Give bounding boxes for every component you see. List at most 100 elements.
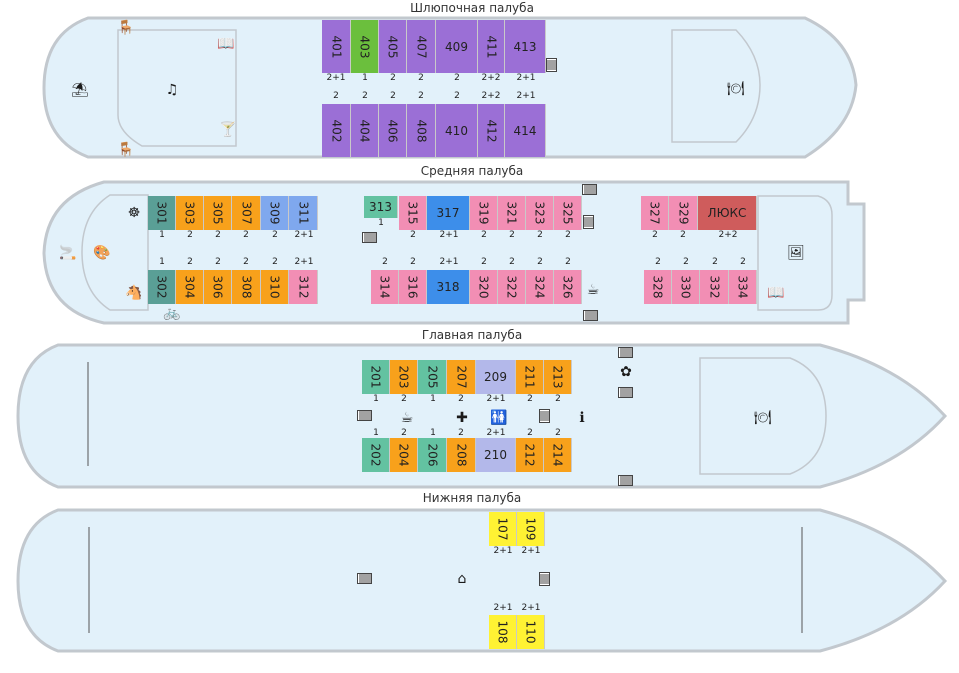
cabin-310[interactable]: 310 [261,270,289,304]
cabin-number: 408 [414,119,428,142]
cabin-107[interactable]: 107 [489,512,517,546]
cabin-302[interactable]: 302 [148,270,176,304]
cabin-207[interactable]: 207 [447,360,476,394]
cabin-323[interactable]: 323 [526,196,554,230]
cabin-number: 311 [296,201,310,225]
cabin-312[interactable]: 312 [289,270,318,304]
massage-icon: ✿ [620,364,632,380]
cabin-402[interactable]: 402 [322,104,351,157]
cabin-327[interactable]: 327 [641,196,669,230]
cabin-201[interactable]: 201 [362,360,390,394]
info-icon: ℹ [579,410,585,426]
cabin-occupancy: 1 [362,73,368,83]
cabin-414[interactable]: 414 [505,104,546,157]
cabin-number: 326 [560,275,575,299]
cabin-325[interactable]: 325 [554,196,582,230]
cabin-313[interactable]: 313 [364,196,398,218]
cabin-304[interactable]: 304 [176,270,204,304]
cabin-410[interactable]: 410 [436,104,478,157]
cabin-409[interactable]: 409 [436,20,478,73]
cabin-203[interactable]: 203 [390,360,418,394]
cabin-number: ЛЮКС [707,206,747,220]
cabin-ЛЮКС[interactable]: ЛЮКС [698,196,757,230]
cabin-317[interactable]: 317 [427,196,470,230]
cabin-occupancy: 2 [215,257,221,267]
lower-deck-hull [16,508,948,653]
cabin-number: 320 [476,275,491,299]
library-book-icon: 📖 [217,36,235,52]
cabin-322[interactable]: 322 [498,270,526,304]
cabin-210[interactable]: 210 [476,438,516,472]
cabin-number: 323 [532,201,547,225]
cabin-318[interactable]: 318 [427,270,470,304]
cabin-occupancy: 2 [555,428,561,438]
cabin-occupancy: 2 [333,91,339,101]
boat-deck-restaurant [671,29,761,143]
cabin-321[interactable]: 321 [498,196,526,230]
cabin-326[interactable]: 326 [554,270,582,304]
cabin-occupancy: 2+1 [516,73,536,83]
cabin-110[interactable]: 110 [517,615,545,649]
cabin-occupancy: 2+1 [493,546,513,556]
cabin-212[interactable]: 212 [516,438,544,472]
cabin-number: 312 [296,275,310,299]
cabin-occupancy: 2 [454,91,460,101]
cabin-334[interactable]: 334 [729,270,757,304]
cabin-308[interactable]: 308 [232,270,261,304]
cabin-108[interactable]: 108 [489,615,517,649]
cabin-occupancy: 2 [390,91,396,101]
cabin-412[interactable]: 412 [478,104,505,157]
cabin-408[interactable]: 408 [407,104,436,157]
cabin-315[interactable]: 315 [399,196,427,230]
cabin-209[interactable]: 209 [476,360,516,394]
cabin-329[interactable]: 329 [669,196,698,230]
cabin-324[interactable]: 324 [526,270,554,304]
cabin-202[interactable]: 202 [362,438,390,472]
cabin-214[interactable]: 214 [544,438,572,472]
cabin-405[interactable]: 405 [379,20,407,73]
cabin-109[interactable]: 109 [517,512,545,546]
cabin-number: 413 [513,39,537,54]
cabin-332[interactable]: 332 [700,270,729,304]
cabin-319[interactable]: 319 [470,196,498,230]
cabin-occupancy: 2+1 [493,603,513,613]
cabin-number: 327 [647,201,662,225]
cabin-208[interactable]: 208 [447,438,476,472]
cabin-307[interactable]: 307 [232,196,261,230]
cabin-number: 317 [436,206,460,220]
cabin-number: 209 [484,370,507,384]
cabin-411[interactable]: 411 [478,20,505,73]
cabin-205[interactable]: 205 [418,360,447,394]
cabin-213[interactable]: 213 [544,360,572,394]
cabin-number: 321 [504,201,519,225]
staircase-icon [618,347,633,358]
cabin-211[interactable]: 211 [516,360,544,394]
cabin-320[interactable]: 320 [470,270,498,304]
cabin-occupancy: 2+1 [326,73,346,83]
cabin-number: 328 [650,275,665,299]
cabin-309[interactable]: 309 [261,196,289,230]
cabin-number: 307 [239,201,253,225]
cabin-206[interactable]: 206 [418,438,447,472]
cabin-301[interactable]: 301 [148,196,176,230]
cabin-occupancy: 2 [565,230,571,240]
cabin-306[interactable]: 306 [204,270,232,304]
cabin-314[interactable]: 314 [371,270,399,304]
cabin-311[interactable]: 311 [289,196,318,230]
cabin-407[interactable]: 407 [407,20,436,73]
cabin-403[interactable]: 403 [351,20,379,73]
cabin-occupancy: 2 [390,73,396,83]
cabin-413[interactable]: 413 [505,20,546,73]
cabin-204[interactable]: 204 [390,438,418,472]
cabin-406[interactable]: 406 [379,104,407,157]
staircase-icon [618,387,633,398]
tea-kettle-icon: ☕ [400,410,414,426]
cabin-number: 310 [267,275,282,299]
cabin-401[interactable]: 401 [322,20,351,73]
cabin-404[interactable]: 404 [351,104,379,157]
cabin-330[interactable]: 330 [672,270,700,304]
cabin-305[interactable]: 305 [204,196,232,230]
cabin-303[interactable]: 303 [176,196,204,230]
cabin-316[interactable]: 316 [399,270,427,304]
cabin-328[interactable]: 328 [644,270,672,304]
